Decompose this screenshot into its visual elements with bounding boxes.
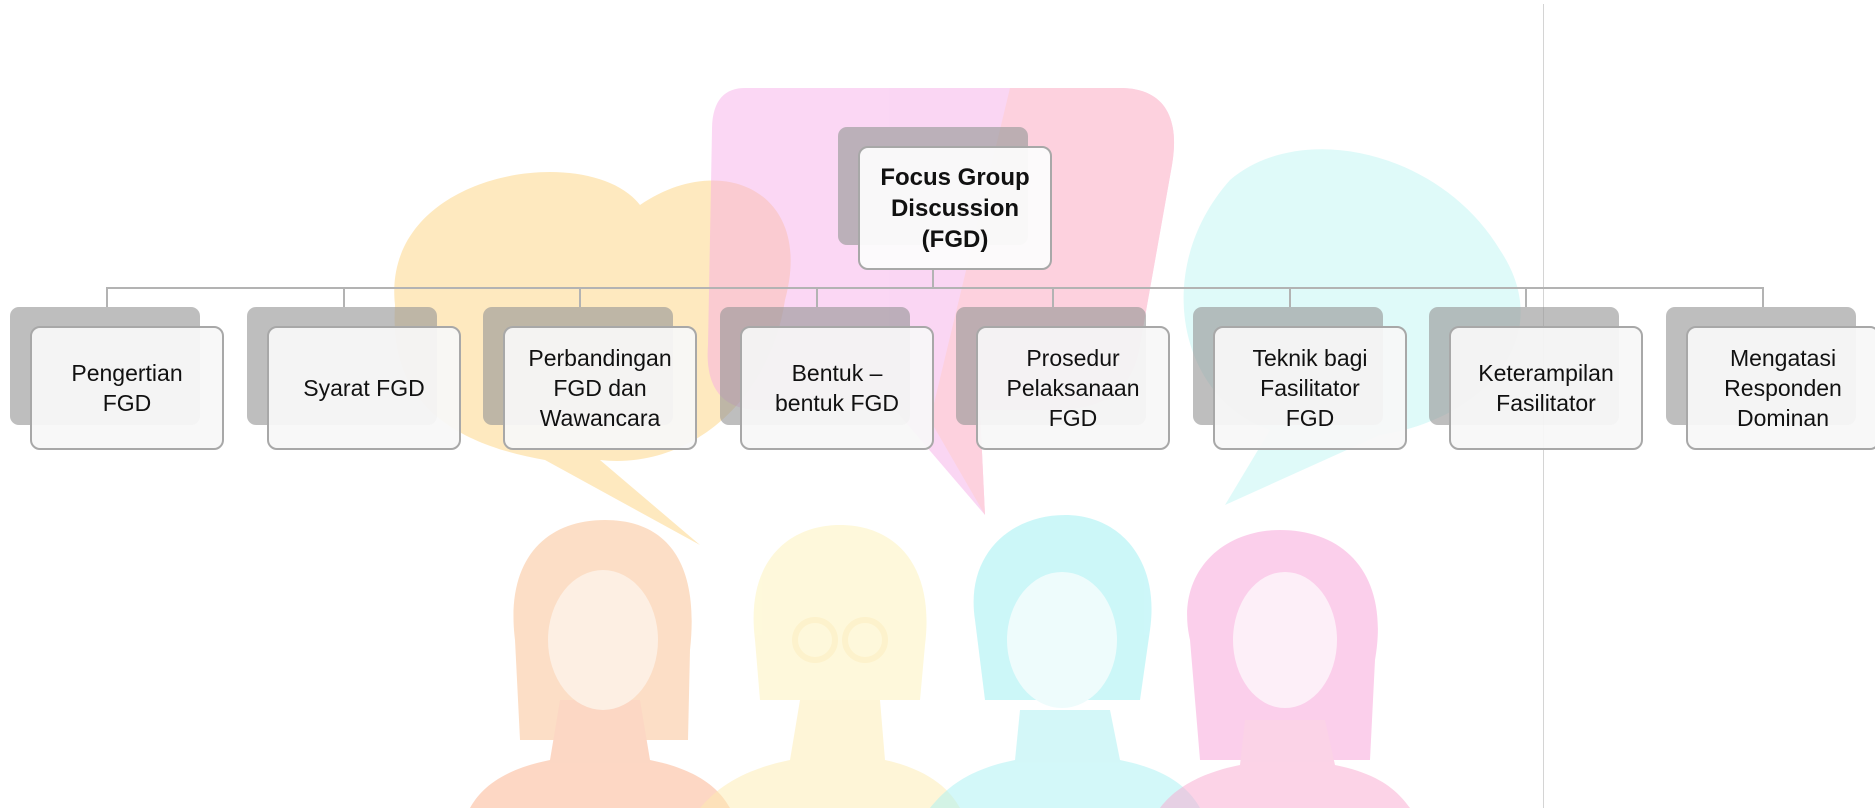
child-node-label: Mengatasi Responden Dominan <box>1724 345 1842 431</box>
person-woman-pink <box>1160 530 1410 808</box>
connector-drop <box>106 287 108 307</box>
child-node-card: Keterampilan Fasilitator <box>1449 326 1643 450</box>
person-man-yellow <box>700 525 960 808</box>
child-node-card: Perbandingan FGD dan Wawancara <box>503 326 697 450</box>
child-node: Syarat FGD <box>247 307 461 450</box>
child-node-card: Bentuk – bentuk FGD <box>740 326 934 450</box>
child-node: Perbandingan FGD dan Wawancara <box>483 307 697 450</box>
connector-drop <box>1525 287 1527 307</box>
child-node: Teknik bagi Fasilitator FGD <box>1193 307 1407 450</box>
root-node: Focus Group Discussion (FGD) <box>838 127 1052 270</box>
connector-root-stem <box>932 270 934 288</box>
connector-drop <box>1762 287 1764 307</box>
child-node-label: Pengertian FGD <box>71 360 183 416</box>
connector-drop <box>816 287 818 307</box>
child-node-label: Syarat FGD <box>303 375 425 401</box>
child-node: Keterampilan Fasilitator <box>1429 307 1643 450</box>
child-node-label: Bentuk – bentuk FGD <box>775 360 899 416</box>
connector-drop <box>343 287 345 307</box>
child-node-label: Prosedur Pelaksanaan FGD <box>1006 345 1140 431</box>
child-node: Mengatasi Responden Dominan <box>1666 307 1875 450</box>
child-node: Prosedur Pelaksanaan FGD <box>956 307 1170 450</box>
child-node-label: Teknik bagi Fasilitator FGD <box>1252 345 1368 431</box>
child-node-card: Pengertian FGD <box>30 326 224 450</box>
root-node-label: Focus Group Discussion (FGD) <box>880 163 1030 253</box>
person-man-cyan <box>930 515 1200 808</box>
child-node-card: Teknik bagi Fasilitator FGD <box>1213 326 1407 450</box>
child-node-label: Keterampilan Fasilitator <box>1478 360 1614 416</box>
connector-drop <box>579 287 581 307</box>
person-woman-orange <box>470 520 730 808</box>
root-node-card: Focus Group Discussion (FGD) <box>858 146 1052 270</box>
connector-horizontal-bar <box>106 287 1763 289</box>
connector-drop <box>1052 287 1054 307</box>
child-node-card: Prosedur Pelaksanaan FGD <box>976 326 1170 450</box>
connector-drop <box>1289 287 1291 307</box>
child-node-label: Perbandingan FGD dan Wawancara <box>528 345 672 431</box>
child-node: Pengertian FGD <box>10 307 224 450</box>
child-node: Bentuk – bentuk FGD <box>720 307 934 450</box>
child-node-card: Syarat FGD <box>267 326 461 450</box>
child-node-card: Mengatasi Responden Dominan <box>1686 326 1875 450</box>
